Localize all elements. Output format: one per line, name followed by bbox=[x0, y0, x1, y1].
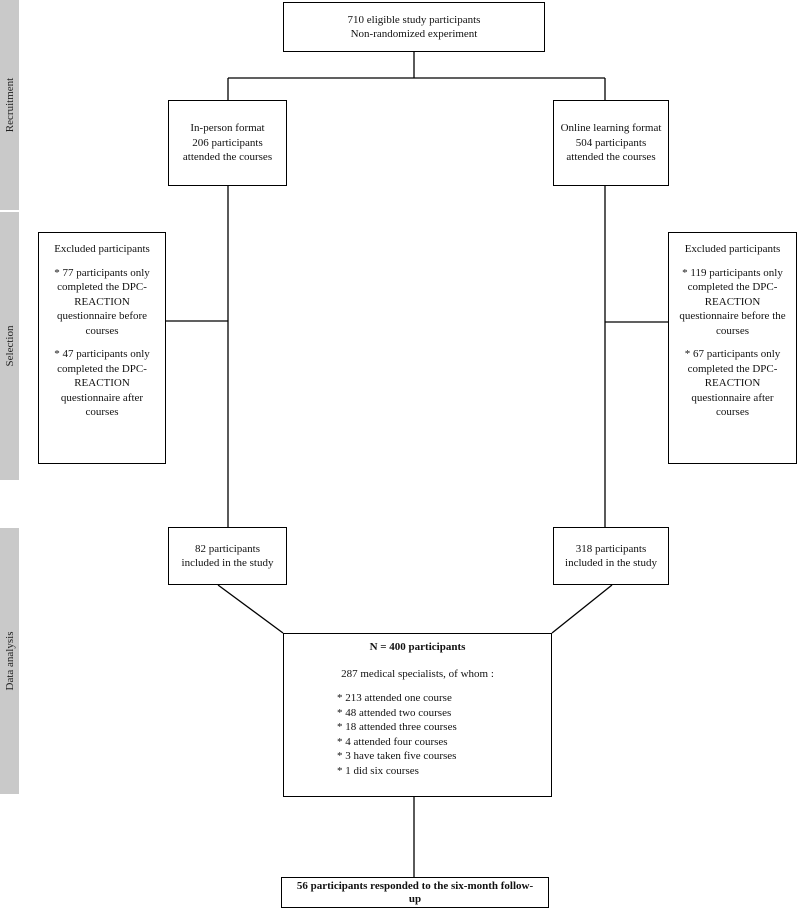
excluded-right-item1-line: courses bbox=[716, 324, 749, 337]
excluded-right-item2-line: completed the DPC- bbox=[687, 362, 778, 375]
excluded-right-item1-line: * 119 participants only bbox=[682, 266, 783, 279]
excluded-right-title: Excluded participants bbox=[684, 243, 781, 255]
included-left-count: 82 participants bbox=[194, 542, 261, 555]
course-count-item: * 18 attended three courses bbox=[337, 721, 457, 733]
total-title: N = 400 participants bbox=[369, 641, 466, 653]
included-right-count: 318 participants bbox=[575, 542, 647, 555]
excluded-right-item2-line: REACTION bbox=[704, 377, 761, 389]
eligible-count: 710 eligible study participants bbox=[347, 13, 481, 26]
connector-right-to-total bbox=[551, 584, 613, 634]
online-attended: attended the courses bbox=[566, 151, 656, 164]
excluded-left-item2-line: REACTION bbox=[74, 377, 130, 389]
excluded-left-title: Excluded participants bbox=[54, 243, 150, 255]
stage-bar-selection: Selection bbox=[0, 212, 19, 480]
in-person-format-box: In-person format 206 participants attend… bbox=[168, 100, 287, 186]
excluded-left-item1-line: questionnaire before bbox=[56, 310, 148, 322]
included-right-label: included in the study bbox=[565, 557, 657, 569]
total-subtitle: 287 medical specialists, of whom : bbox=[341, 667, 494, 680]
course-count-item: * 48 attended two courses bbox=[337, 706, 452, 719]
course-count-list: * 213 attended one course * 48 attended … bbox=[284, 691, 551, 778]
excluded-left-box: Excluded participants * 77 participants … bbox=[38, 232, 166, 464]
stage-bar-recruitment: Recruitment bbox=[0, 0, 19, 210]
stage-bar-data-analysis: Data analysis bbox=[0, 528, 19, 794]
experiment-type: Non-randomized experiment bbox=[350, 28, 478, 40]
excluded-left-item2-line: completed the DPC- bbox=[57, 362, 147, 375]
total-participants-box: N = 400 participants 287 medical special… bbox=[283, 633, 552, 797]
excluded-right-item1-line: questionnaire before the bbox=[679, 310, 786, 322]
included-right-box: 318 participants included in the study bbox=[553, 527, 669, 585]
in-person-count: 206 participants bbox=[192, 136, 263, 149]
excluded-left-item1-line: * 77 participants only bbox=[54, 266, 150, 279]
connector-left-to-total bbox=[217, 584, 284, 634]
followup-box: 56 participants responded to the six-mon… bbox=[281, 877, 549, 908]
excluded-left-item1-line: completed the DPC- bbox=[57, 281, 147, 293]
in-person-title: In-person format bbox=[190, 122, 265, 135]
excluded-left-item1-line: courses bbox=[85, 324, 119, 337]
eligible-participants-box: 710 eligible study participants Non-rand… bbox=[283, 2, 545, 52]
excluded-right-item1-line: REACTION bbox=[704, 295, 761, 308]
in-person-attended: attended the courses bbox=[182, 151, 273, 164]
followup-line1: 56 participants responded to the six-mon… bbox=[296, 879, 534, 892]
excluded-left-item2-line: * 47 participants only bbox=[54, 348, 150, 360]
course-count-item: * 3 have taken five courses bbox=[337, 750, 457, 762]
online-count: 504 participants bbox=[575, 136, 647, 149]
course-count-item: * 213 attended one course bbox=[337, 692, 452, 704]
online-title: Online learning format bbox=[560, 122, 662, 135]
excluded-right-item1-line: completed the DPC- bbox=[687, 281, 778, 293]
excluded-right-item2-line: * 67 participants only bbox=[684, 348, 781, 360]
course-count-item: * 1 did six courses bbox=[337, 764, 419, 777]
excluded-left-item1-line: REACTION bbox=[74, 295, 130, 308]
included-left-label: included in the study bbox=[181, 557, 274, 569]
followup-line2: up bbox=[408, 892, 422, 905]
online-format-box: Online learning format 504 participants … bbox=[553, 100, 669, 186]
course-count-item: * 4 attended four courses bbox=[337, 735, 448, 748]
included-left-box: 82 participants included in the study bbox=[168, 527, 287, 585]
excluded-left-item2-line: questionnaire after bbox=[60, 391, 144, 404]
excluded-left-item2-line: courses bbox=[85, 406, 119, 418]
excluded-right-item2-line: questionnaire after bbox=[691, 391, 774, 404]
excluded-right-box: Excluded participants * 119 participants… bbox=[668, 232, 797, 464]
excluded-right-item2-line: courses bbox=[716, 406, 749, 418]
